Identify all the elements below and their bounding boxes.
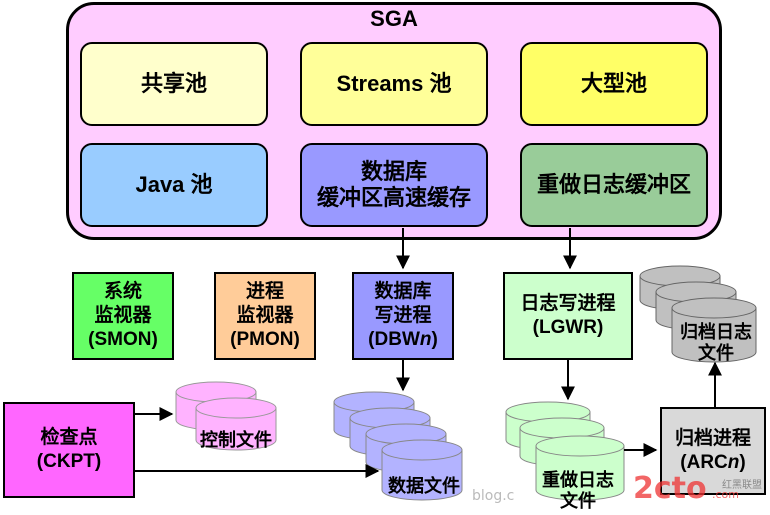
redo-log-file-label: 重做日志 文件 xyxy=(542,470,614,511)
shared-pool: 共享池 xyxy=(80,42,268,126)
lgwr-process: 日志写进程 (LGWR) xyxy=(503,272,633,360)
arcn-process: 归档进程 (ARCn) xyxy=(660,407,766,495)
database-buffer-cache-label: 数据库 缓冲区高速缓存 xyxy=(316,158,471,210)
shared-pool-label: 共享池 xyxy=(140,70,207,96)
archive-log-file-disks-icon xyxy=(639,265,757,363)
redo-log-buffer-label: 重做日志缓冲区 xyxy=(536,171,691,197)
watermark-brand-suffix: .com xyxy=(712,488,739,501)
smon-process: 系统 监视器 (SMON) xyxy=(72,272,174,360)
data-file-label: 数据文件 xyxy=(388,475,460,496)
redo-log-file-disks-icon xyxy=(505,401,625,501)
streams-pool-label: Streams 池 xyxy=(336,70,452,96)
pmon-process-label: 进程 监视器 (PMON) xyxy=(230,281,300,350)
data-disk-4 xyxy=(381,439,463,501)
pmon-process: 进程 监视器 (PMON) xyxy=(214,272,316,360)
arcn-process-label: 归档进程 (ARCn) xyxy=(674,428,751,473)
database-buffer-cache: 数据库 缓冲区高速缓存 xyxy=(300,143,488,227)
large-pool: 大型池 xyxy=(520,42,708,126)
archive-log-file-label: 归档日志 文件 xyxy=(680,322,752,363)
control-file-disks-icon xyxy=(175,381,277,451)
redo-disk-3 xyxy=(535,435,625,501)
smon-process-label: 系统 监视器 (SMON) xyxy=(88,281,158,350)
watermark-brand-cn: 红黑联盟 xyxy=(722,478,762,491)
ckpt-process-label: 检查点 (CKPT) xyxy=(36,427,102,472)
control-file-label: 控制文件 xyxy=(200,429,272,450)
watermark-brand: 2cto xyxy=(633,471,707,506)
archive-disk-3 xyxy=(671,297,757,363)
redo-log-buffer: 重做日志缓冲区 xyxy=(520,143,708,227)
watermark-blog: blog.c xyxy=(472,488,514,504)
dbwn-process: 数据库 写进程 (DBWn) xyxy=(352,272,454,360)
sga-title: SGA xyxy=(370,6,418,31)
ckpt-process: 检查点 (CKPT) xyxy=(3,402,135,498)
java-pool: Java 池 xyxy=(80,143,268,227)
data-file-disks-icon xyxy=(333,391,463,501)
large-pool-label: 大型池 xyxy=(580,70,647,96)
java-pool-label: Java 池 xyxy=(135,171,213,197)
control-disk-2 xyxy=(195,397,277,451)
lgwr-process-label: 日志写进程 (LGWR) xyxy=(520,293,616,338)
streams-pool: Streams 池 xyxy=(300,42,488,126)
dbwn-process-label: 数据库 写进程 (DBWn) xyxy=(368,281,438,350)
